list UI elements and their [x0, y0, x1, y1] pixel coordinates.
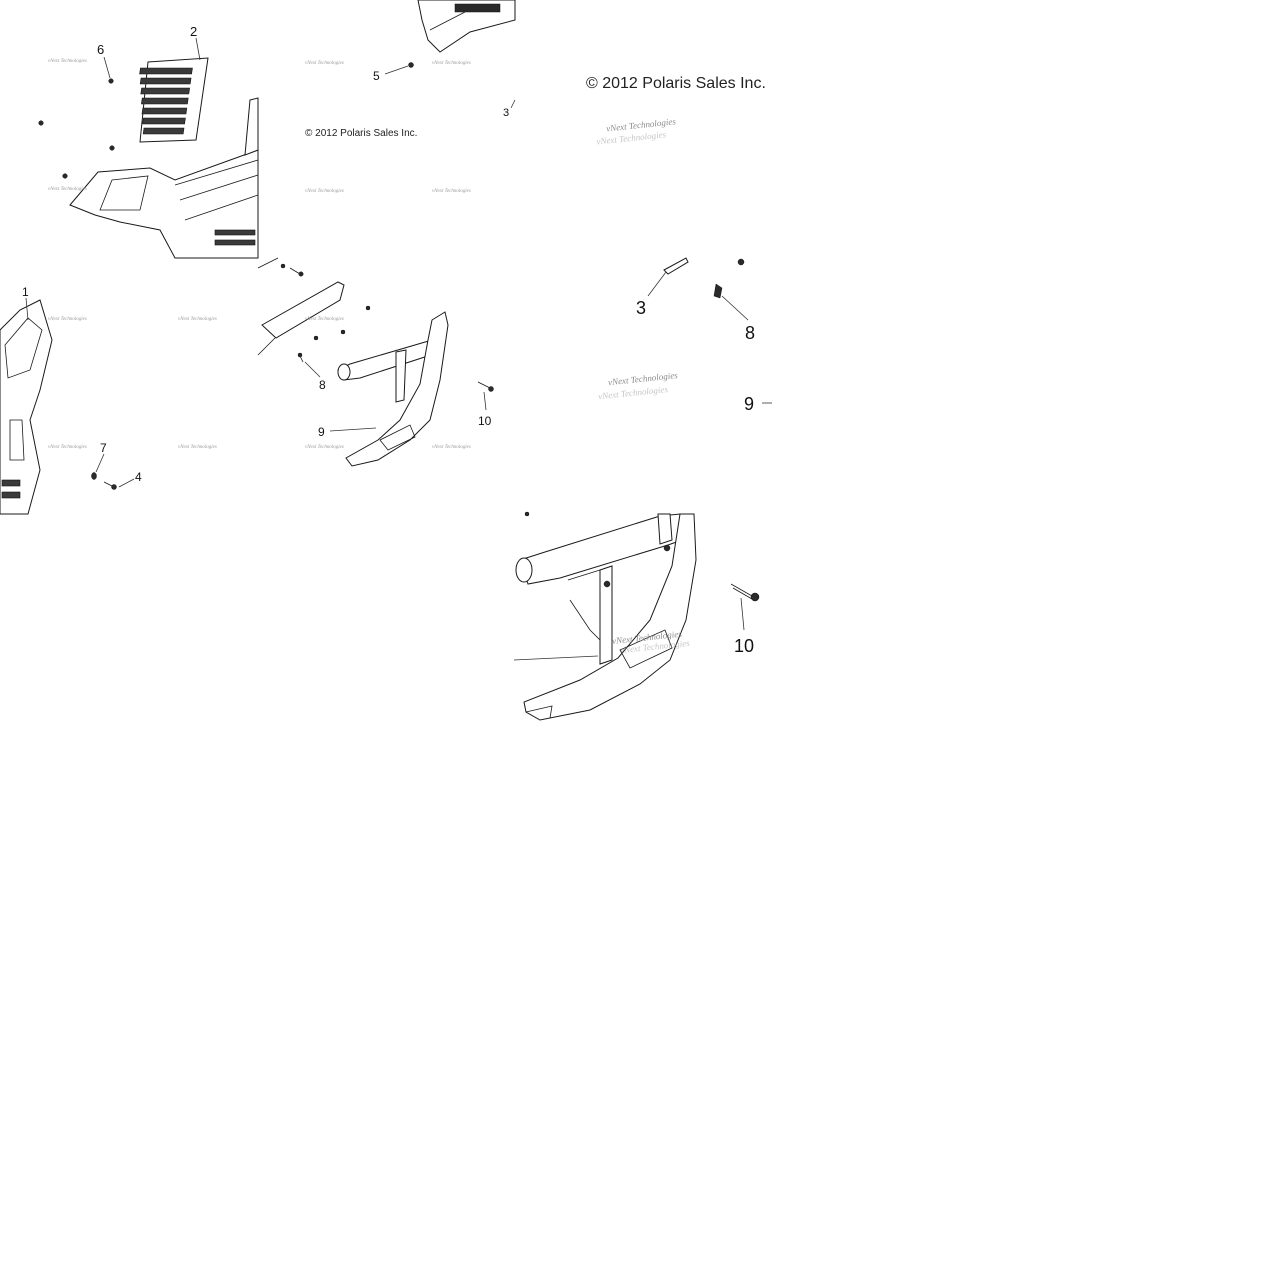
callout-4: 4 [135, 470, 142, 484]
watermark: vNext Technologies [305, 445, 344, 450]
callout-10-small: 10 [478, 414, 492, 428]
front-cab-assembly: 6 2 vNext Technologies vNext Technologie… [38, 24, 259, 259]
watermark: vNext Technologies [178, 445, 217, 450]
fastener-dot [109, 145, 115, 151]
callout-3-large: 3 [636, 298, 646, 318]
copyright-small: © 2012 Polaris Sales Inc. [305, 128, 417, 139]
watermark: vNext Technologies [432, 189, 471, 194]
screw-4 [111, 484, 117, 490]
middle-left-tile: 1 7 4 vNext Technologies vNext Technolog… [0, 285, 217, 515]
front-bumper-small [337, 311, 449, 467]
watermark: vNext Technologies [432, 445, 471, 450]
watermark: vNext Technologies [608, 370, 679, 387]
headlight-housing [69, 97, 259, 259]
watermark: vNext Technologies [48, 187, 87, 192]
top-middle-tile: 5 3 © 2012 Polaris Sales Inc. vNext Tech… [305, 0, 516, 194]
top-right-tile: © 2012 Polaris Sales Inc. vNext Technolo… [586, 75, 766, 147]
watermark: vNext Technologies [48, 59, 87, 64]
callout-8-small: 8 [319, 378, 326, 392]
front-bumper-large [515, 513, 697, 721]
watermark: vNext Technologies [432, 61, 471, 66]
callout-5: 5 [373, 69, 380, 83]
watermark: vNext Technologies [305, 317, 344, 322]
callout-7: 7 [100, 441, 107, 455]
middle-right-tile: 3 8 9 vNext Technologies vNext Technolog… [598, 257, 772, 414]
copyright-large: © 2012 Polaris Sales Inc. [586, 75, 766, 92]
watermark: vNext Technologies [48, 445, 87, 450]
fastener-dot [38, 120, 44, 126]
watermark: vNext Technologies [305, 189, 344, 194]
fastener-dot [108, 78, 114, 84]
clip-7 [91, 472, 97, 480]
callout-9-small: 9 [318, 425, 325, 439]
middle-center-tile: 8 9 10 vNext Technologies vNext Technolo… [257, 257, 494, 467]
bolt-10 [750, 592, 760, 602]
watermark: vNext Technologies [305, 61, 344, 66]
callout-9-large: 9 [744, 394, 754, 414]
watermark: vNext Technologies [178, 317, 217, 322]
fastener-dot [62, 173, 68, 179]
callout-2: 2 [190, 24, 197, 39]
callout-10-large: 10 [734, 636, 754, 656]
callout-1: 1 [22, 285, 29, 299]
callout-3-small: 3 [503, 107, 509, 119]
grill-panel [139, 57, 209, 143]
fastener-dot [408, 62, 414, 68]
callout-8-large: 8 [745, 323, 755, 343]
bottom-right-tile: 10 vNext Technologies vNext Technologies [513, 511, 760, 721]
watermark: vNext Technologies [48, 317, 87, 322]
callout-6: 6 [97, 42, 104, 57]
